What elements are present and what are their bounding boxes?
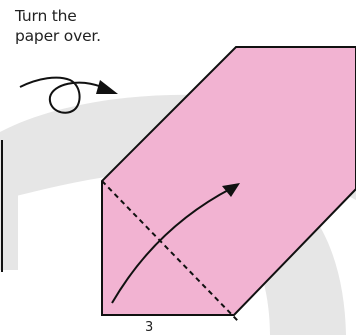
instruction-line-1: Turn the xyxy=(15,7,77,25)
turn-over-icon xyxy=(19,76,118,114)
fold-arrow-icon xyxy=(111,183,240,304)
instruction-text: Turn the paper over. xyxy=(15,6,155,46)
fold-line-icon xyxy=(101,180,239,322)
step-number: 3 xyxy=(145,320,154,335)
instruction-line-2: paper over. xyxy=(15,27,101,45)
